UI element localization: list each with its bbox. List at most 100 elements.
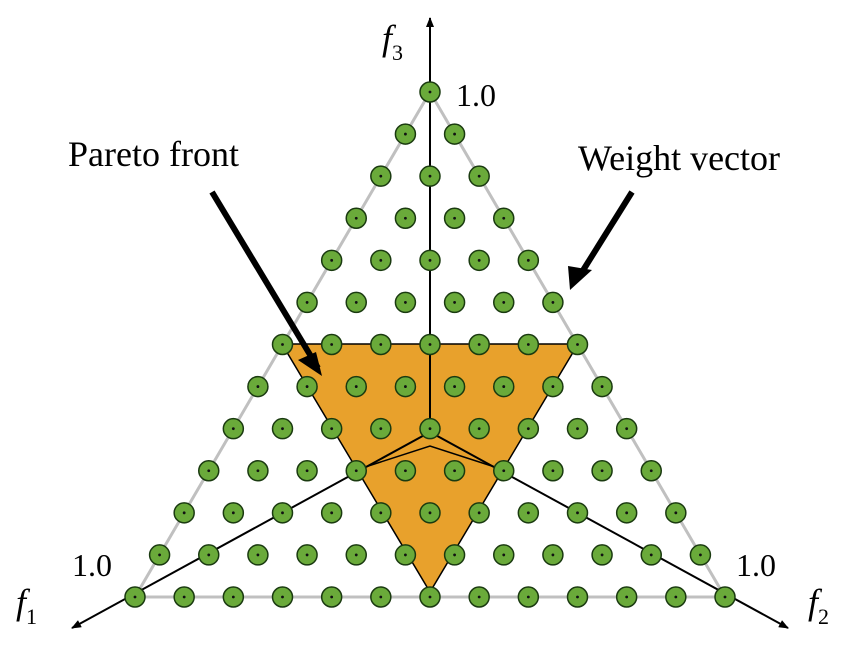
weight-vector-point [443,375,466,398]
weight-vector-point [615,586,638,608]
weight-vector-point [222,586,245,608]
weight-vector-point [443,291,466,314]
weight-vector-point [296,460,318,482]
weight-vector-point [443,123,466,145]
weight-vector-point [271,333,294,356]
weight-vector-point [247,460,269,482]
tick-f1-label: 1.0 [72,547,112,583]
weight-vector-point [394,460,417,482]
weight-vector-point [370,249,392,272]
weight-vector-point [443,207,466,229]
weight-vector-point [320,417,343,440]
weight-vector-point [468,333,490,356]
weight-vector-point [517,502,540,524]
pareto-inner-edge [355,445,505,471]
weight-vector-point [517,586,540,608]
weight-vector-point [394,123,417,145]
weight-vector-point [419,502,441,524]
weight-vector-point [468,249,490,272]
weight-vector-point [222,417,245,440]
weight-vector-point [271,502,294,524]
weight-vector-point [443,460,466,482]
weight-vector-point [468,417,490,440]
weight-vector-point [517,417,540,440]
weight-vector-point [640,544,662,566]
weight-vector-point [615,417,638,440]
weight-vector-point [173,586,195,608]
pareto-front-label: Pareto front [68,134,239,174]
weight-vector-points [124,81,736,608]
weight-vector-point [271,417,294,440]
weight-vector-point [542,544,564,566]
weight-vector-point [320,333,343,356]
weight-vector-point [345,207,367,229]
weight-vector-point [591,375,613,398]
weight-vector-point [566,586,589,608]
weight-vector-point [394,207,417,229]
weight-vector-arrowhead [568,266,592,290]
weight-vector-point [689,544,712,566]
axis-f3-label: f3 [382,18,403,65]
weight-vector-point [198,544,220,566]
weight-vector-point [419,81,441,103]
weight-vector-point [493,207,515,229]
weight-vector-point [173,502,195,524]
axis-f2-subscript: 2 [818,604,829,629]
weight-vector-point [345,291,367,314]
pareto-front-arrowhead [298,352,322,376]
weight-vector-point [419,249,441,272]
weight-vector-point [320,502,343,524]
weight-vector-point [394,544,417,566]
weight-vector-point [247,544,269,566]
axis-f3-subscript: 3 [392,40,403,65]
axis-f1-subscript: 1 [26,604,37,629]
weight-vector-point [394,375,417,398]
weight-vector-point [296,544,318,566]
weight-vector-point [517,249,540,272]
weight-vector-point [615,502,638,524]
weight-vector-point [345,375,367,398]
weight-vector-point [320,586,343,608]
pareto-front-arrow [209,190,321,370]
weight-vector-point [542,291,564,314]
weight-vector-point [591,460,613,482]
weight-vector-point [296,291,318,314]
weight-vector-point [419,333,441,356]
weight-vector-point [566,417,589,440]
weight-vector-point [640,460,662,482]
weight-vector-point [124,586,146,608]
weight-vector-point [370,502,392,524]
weight-vector-point [296,375,318,398]
weight-vector-point [419,586,441,608]
weight-vector-point [542,460,564,482]
weight-vector-label: Weight vector [578,138,780,178]
weight-vector-point [370,417,392,440]
weight-vector-point [493,460,515,482]
weight-vector-point [468,586,490,608]
weight-vector-point [222,502,245,524]
weight-vector-point [665,502,687,524]
weight-vector-point [370,165,392,187]
weight-vector-point [320,249,343,272]
tick-f2-label: 1.0 [736,547,776,583]
weight-vector-point [566,502,589,524]
weight-vector-point [517,333,540,356]
weight-vector-point [271,586,294,608]
weight-vector-point [493,375,515,398]
weight-vector-point [542,375,564,398]
axis-f2-label: f2 [808,582,829,629]
weight-vector-point [468,165,490,187]
weight-vector-point [591,544,613,566]
weight-vector-point [394,291,417,314]
weight-vector-point [370,586,392,608]
weight-vector-point [345,544,367,566]
weight-vector-point [443,544,466,566]
weight-vector-point [665,586,687,608]
weight-vector-arrow [579,190,635,274]
weight-vector-point [419,165,441,187]
weight-vector-point [468,502,490,524]
weight-vector-point [419,417,441,440]
weight-vector-point [198,460,220,482]
weight-vector-point [148,544,171,566]
